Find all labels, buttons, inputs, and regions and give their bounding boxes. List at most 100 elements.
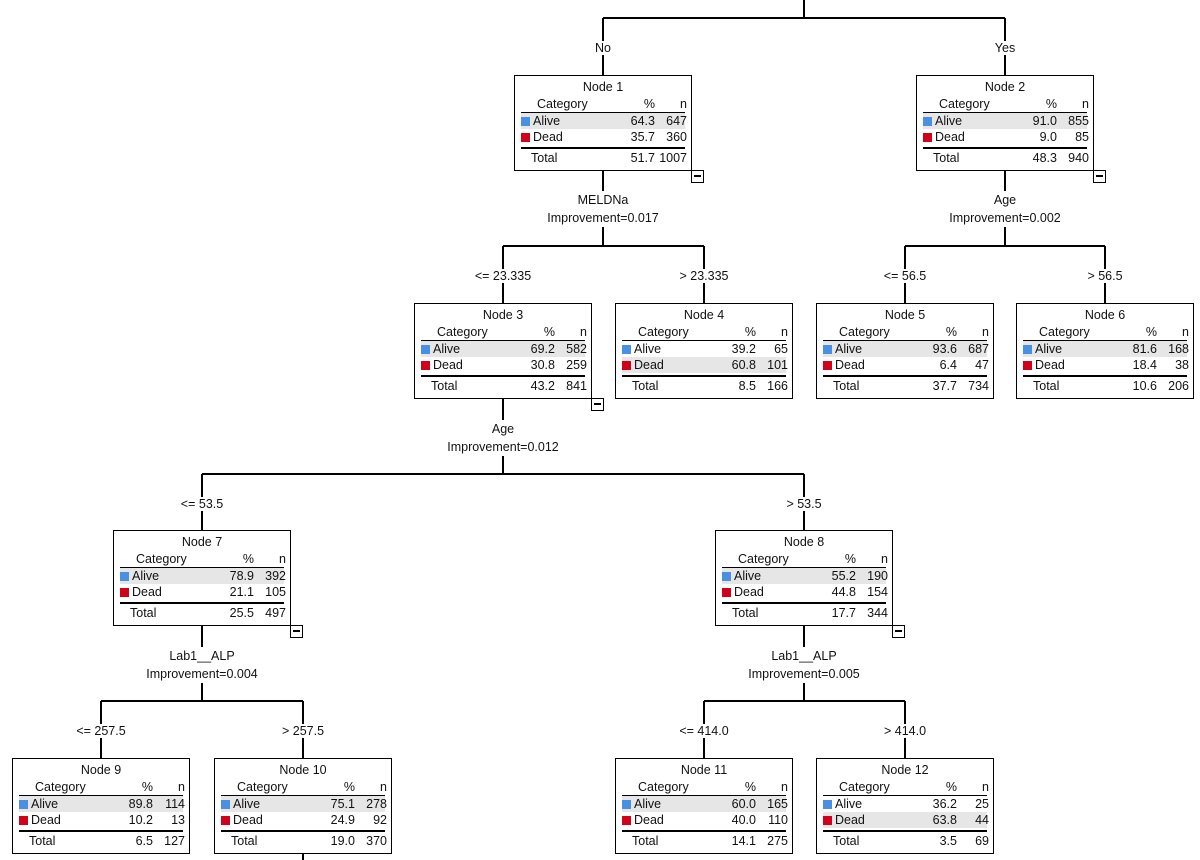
alive-label: Alive <box>132 569 160 583</box>
node-header-row: Category % n <box>823 324 989 341</box>
total-label: Total <box>1033 379 1060 393</box>
node-11[interactable]: Node 11 Category % n Alive 60.0 165 Dead… <box>615 758 793 854</box>
total-row: Total 37.7 734 <box>823 375 989 395</box>
alive-label: Alive <box>1035 342 1063 356</box>
node-3[interactable]: Node 3 Category % n Alive 69.2 582 Dead … <box>414 303 604 411</box>
dead-pct: 30.8 <box>530 358 555 372</box>
node-5[interactable]: Node 5 Category % n Alive 93.6 687 Dead … <box>816 303 994 399</box>
dead-swatch-icon <box>622 361 631 370</box>
branch-label: > 257.5 <box>280 724 326 738</box>
collapse-node-button[interactable] <box>290 625 303 638</box>
node-9[interactable]: Node 9 Category % n Alive 89.8 114 Dead … <box>12 758 190 854</box>
alive-label: Alive <box>533 114 561 128</box>
total-n: 370 <box>366 834 387 848</box>
total-pct: 17.7 <box>831 606 856 620</box>
dead-n: 92 <box>373 813 387 827</box>
node-header-row: Category % n <box>1023 324 1189 341</box>
alive-label: Alive <box>634 342 662 356</box>
alive-row: Alive 89.8 114 <box>19 796 185 812</box>
split-node-8-info: Lab1__ALP Improvement=0.005 <box>748 647 860 683</box>
node-8[interactable]: Node 8 Category % n Alive 55.2 190 Dead … <box>715 530 905 638</box>
alive-pct: 55.2 <box>831 569 856 583</box>
alive-pct: 81.6 <box>1132 342 1157 356</box>
collapse-node-button[interactable] <box>691 170 704 183</box>
node-title: Node 5 <box>884 308 926 322</box>
alive-pct: 89.8 <box>128 797 153 811</box>
alive-pct: 91.0 <box>1032 114 1057 128</box>
split-improvement: Improvement=0.012 <box>447 440 559 454</box>
alive-swatch-icon <box>521 117 530 126</box>
node-6[interactable]: Node 6 Category % n Alive 81.6 168 Dead … <box>1016 303 1194 399</box>
dead-label: Dead <box>935 130 965 144</box>
alive-pct: 93.6 <box>932 342 957 356</box>
collapse-node-button[interactable] <box>591 398 604 411</box>
total-n: 206 <box>1168 379 1189 393</box>
alive-n: 278 <box>366 797 387 811</box>
alive-swatch-icon <box>120 572 129 581</box>
collapse-node-button[interactable] <box>1093 170 1106 183</box>
alive-pct: 78.9 <box>229 569 254 583</box>
root-branch-no-label: No <box>594 41 612 55</box>
category-header: Category <box>839 325 890 339</box>
category-header: Category <box>638 780 689 794</box>
node-10[interactable]: Node 10 Category % n Alive 75.1 278 Dead… <box>214 758 392 854</box>
alive-pct: 64.3 <box>630 114 655 128</box>
total-row: Total 8.5 166 <box>622 375 788 395</box>
dead-label: Dead <box>1035 358 1065 372</box>
alive-pct: 36.2 <box>932 797 957 811</box>
dead-row: Dead 24.9 92 <box>221 812 387 828</box>
dead-swatch-icon <box>521 133 530 142</box>
pct-header: % <box>343 780 355 794</box>
total-n: 344 <box>867 606 888 620</box>
alive-swatch-icon <box>722 572 731 581</box>
alive-n: 114 <box>165 797 185 811</box>
split-variable: Lab1__ALP <box>771 649 837 663</box>
total-label: Total <box>833 834 860 848</box>
node-7[interactable]: Node 7 Category % n Alive 78.9 392 Dead … <box>113 530 303 638</box>
dead-label: Dead <box>433 358 463 372</box>
split-variable: Age <box>993 193 1017 207</box>
alive-pct: 75.1 <box>330 797 355 811</box>
total-pct: 25.5 <box>229 606 254 620</box>
n-header: n <box>982 780 989 794</box>
node-title: Node 2 <box>984 80 1026 94</box>
alive-row: Alive 75.1 278 <box>221 796 387 812</box>
branch-label: > 53.5 <box>785 497 823 511</box>
alive-row: Alive 55.2 190 <box>722 568 888 584</box>
node-12[interactable]: Node 12 Category % n Alive 36.2 25 Dead … <box>816 758 994 854</box>
dead-n: 101 <box>767 358 788 372</box>
alive-pct: 39.2 <box>731 342 756 356</box>
dead-n: 44 <box>975 813 989 827</box>
pct-header: % <box>543 325 555 339</box>
category-header: Category <box>35 780 86 794</box>
node-1[interactable]: Node 1 Category % n Alive 64.3 647 Dead … <box>514 75 704 183</box>
pct-header: % <box>1045 97 1057 111</box>
pct-header: % <box>744 325 756 339</box>
node-4[interactable]: Node 4 Category % n Alive 39.2 65 Dead 6… <box>615 303 793 399</box>
split-variable: Lab1__ALP <box>169 649 235 663</box>
alive-label: Alive <box>835 342 863 356</box>
category-header: Category <box>437 325 488 339</box>
total-n: 497 <box>265 606 286 620</box>
alive-n: 25 <box>975 797 989 811</box>
total-row: Total 48.3 940 <box>923 147 1089 167</box>
dead-pct: 44.8 <box>831 585 856 599</box>
total-label: Total <box>732 606 759 620</box>
dead-swatch-icon <box>221 816 230 825</box>
node-2[interactable]: Node 2 Category % n Alive 91.0 855 Dead … <box>916 75 1106 183</box>
total-pct: 48.3 <box>1032 151 1057 165</box>
dead-pct: 24.9 <box>330 813 355 827</box>
node-header-row: Category % n <box>722 551 888 568</box>
branch-label: > 56.5 <box>1086 269 1124 283</box>
dead-row: Dead 60.8 101 <box>622 357 788 373</box>
dead-label: Dead <box>634 358 664 372</box>
pct-header: % <box>643 97 655 111</box>
dead-row: Dead 6.4 47 <box>823 357 989 373</box>
collapse-node-button[interactable] <box>892 625 905 638</box>
pct-header: % <box>945 325 957 339</box>
total-row: Total 25.5 497 <box>120 602 286 622</box>
dead-label: Dead <box>835 813 865 827</box>
alive-row: Alive 81.6 168 <box>1023 341 1189 357</box>
total-n: 734 <box>968 379 989 393</box>
total-pct: 14.1 <box>731 834 756 848</box>
